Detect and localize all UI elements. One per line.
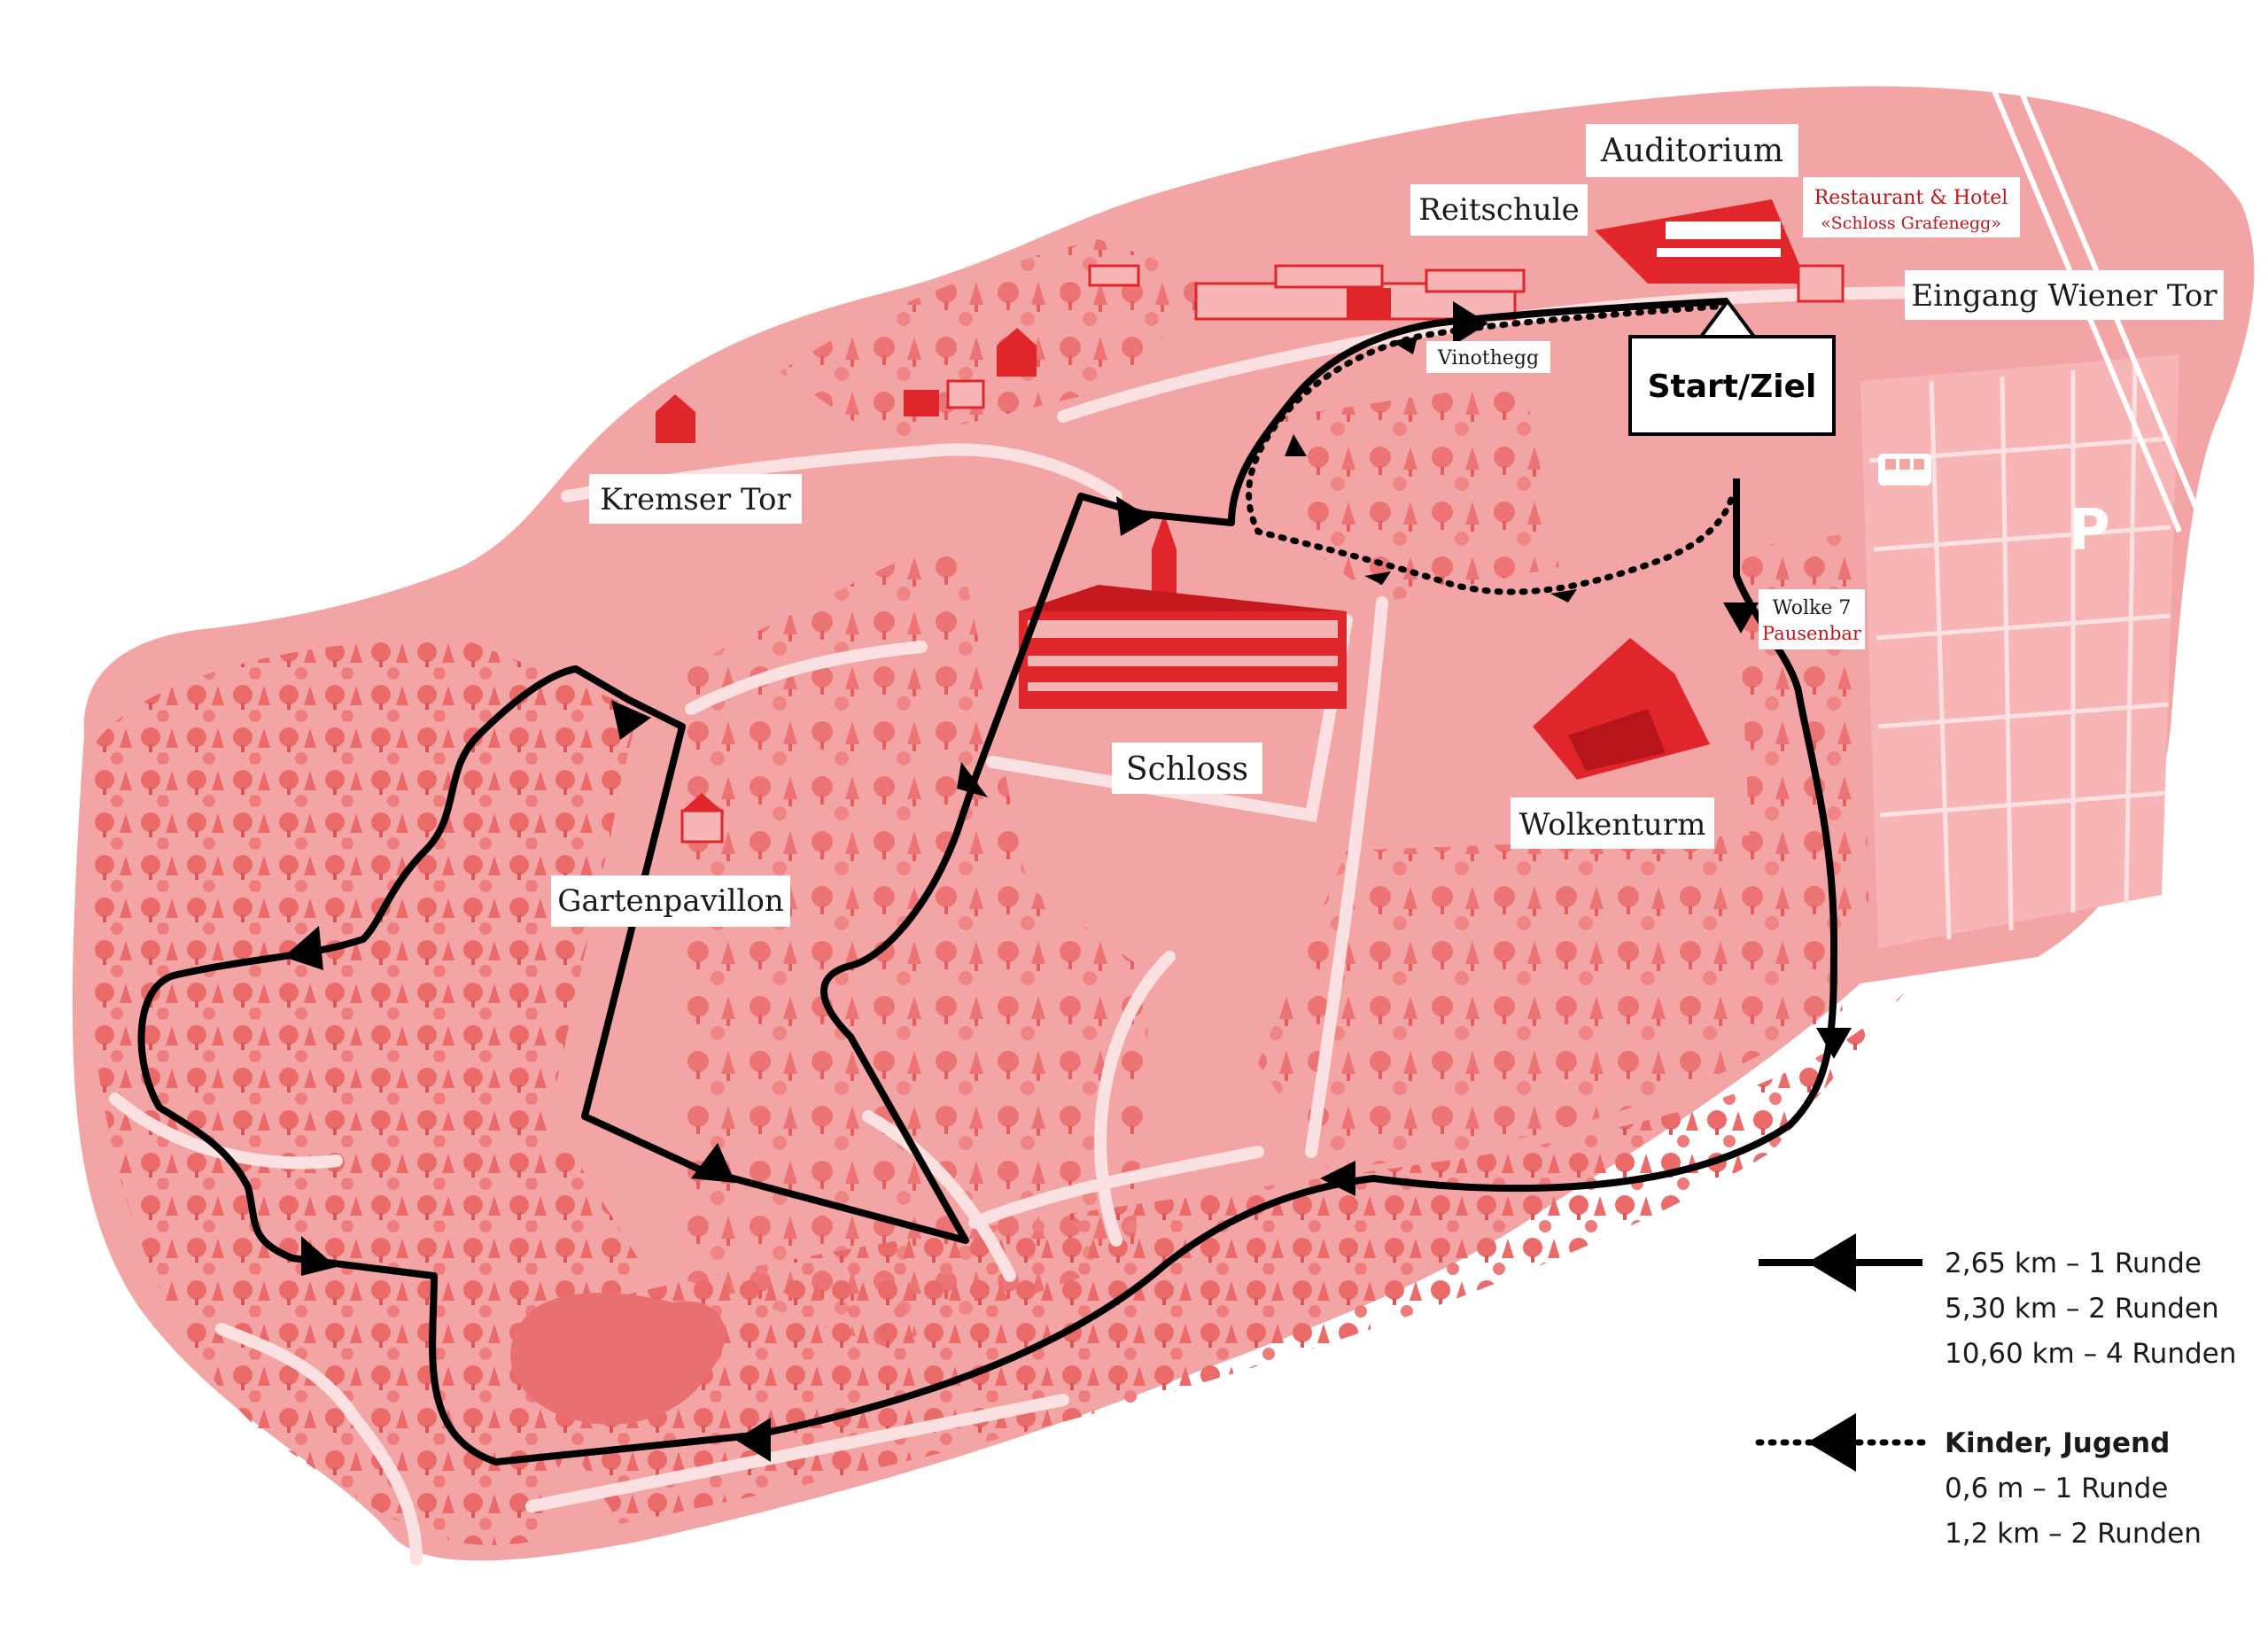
legend-kids-route: Kinder, Jugend 0,6 m – 1 Runde 1,2 km – … <box>1755 1413 2202 1550</box>
label-vinothegg: Vinothegg <box>1437 347 1539 369</box>
forest-east <box>1258 833 1843 1170</box>
label-schloss: Schloss <box>1126 751 1248 788</box>
route-arrow-icon <box>284 301 1852 1462</box>
park-area <box>72 86 2255 1561</box>
parking-icon: P <box>2069 498 2110 564</box>
label-gartenpavillon: Gartenpavillon <box>557 883 784 919</box>
legend-main-route: 2,65 km – 1 Runde 5,30 km – 2 Runden 10,… <box>1759 1233 2236 1370</box>
legend-kids-line2: 1,2 km – 2 Runden <box>1945 1518 2202 1550</box>
legend-kids-title: Kinder, Jugend <box>1945 1427 2170 1459</box>
forest-north <box>1285 381 1559 602</box>
legend: 2,65 km – 1 Runde 5,30 km – 2 Runden 10,… <box>1755 1233 2236 1550</box>
label-start-ziel: Start/Ziel <box>1648 369 1817 405</box>
legend-main-line3: 10,60 km – 4 Runden <box>1945 1338 2236 1370</box>
label-wolke7-line1: Wolke 7 <box>1773 597 1852 619</box>
lake <box>510 1292 726 1425</box>
label-eingang: Eingang Wiener Tor <box>1911 278 2218 314</box>
forest-center <box>673 532 1152 1347</box>
forest-west <box>89 638 638 1545</box>
forest-top <box>780 239 1223 443</box>
label-wolkenturm: Wolkenturm <box>1519 807 1706 843</box>
legend-main-line1: 2,65 km – 1 Runde <box>1945 1248 2202 1279</box>
start-finish-marker <box>1628 298 1836 436</box>
legend-kids-line1: 0,6 m – 1 Runde <box>1945 1473 2168 1504</box>
main-route <box>137 298 1837 1465</box>
label-wolke7-line2: Pausenbar <box>1762 623 1862 644</box>
parking-grid <box>1868 362 2171 940</box>
label-auditorium: Auditorium <box>1600 133 1783 169</box>
legend-main-line2: 5,30 km – 2 Runden <box>1945 1293 2219 1325</box>
label-restaurant-line1: Restaurant & Hotel <box>1814 187 2008 209</box>
label-kremser-tor: Kremser Tor <box>600 482 791 517</box>
svg-text:P: P <box>2069 498 2110 564</box>
bus-icon <box>1878 454 1931 486</box>
label-reitschule: Reitschule <box>1418 192 1580 228</box>
building-icon <box>656 199 1845 843</box>
forest-south <box>496 992 1905 1524</box>
map-labels: Auditorium Reitschule Restaurant & Hotel… <box>551 124 2224 927</box>
label-restaurant-line2: «Schloss Grafenegg» <box>1821 214 2001 233</box>
